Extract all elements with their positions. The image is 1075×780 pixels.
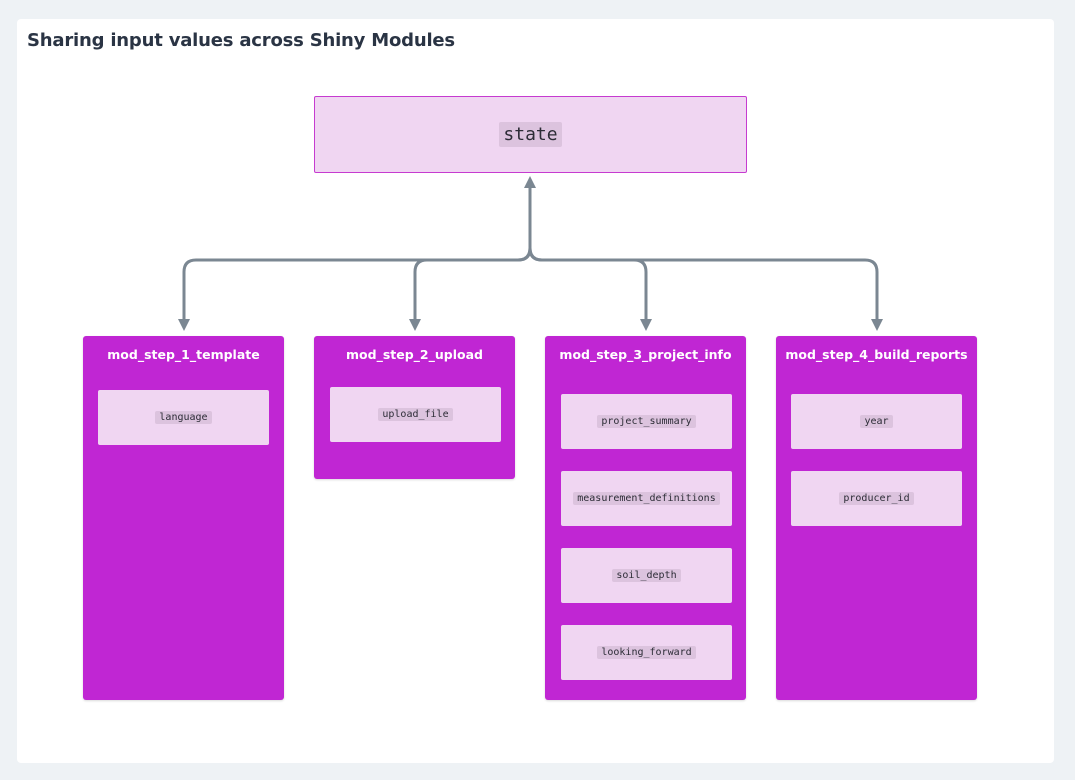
input-label: year [860, 415, 893, 428]
state-label: state [499, 122, 562, 147]
module-title: mod_step_4_build_reports [785, 347, 968, 362]
input-box-upload-file: upload_file [330, 387, 501, 442]
module-title: mod_step_2_upload [346, 347, 483, 362]
input-box-looking-forward: looking_forward [561, 625, 732, 680]
input-label: producer_id [839, 492, 914, 505]
input-label: language [155, 411, 212, 424]
input-box-soil-depth: soil_depth [561, 548, 732, 603]
input-label: soil_depth [612, 569, 681, 582]
diagram-title: Sharing input values across Shiny Module… [27, 30, 455, 51]
module-step-2-upload: mod_step_2_upload upload_file [314, 336, 515, 479]
input-box-measurement-definitions: measurement_definitions [561, 471, 732, 526]
module-title: mod_step_3_project_info [559, 347, 732, 362]
module-title: mod_step_1_template [107, 347, 260, 362]
module-step-4-build-reports: mod_step_4_build_reports year producer_i… [776, 336, 977, 700]
input-label: project_summary [597, 415, 696, 428]
input-label: upload_file [378, 408, 453, 421]
module-step-1-template: mod_step_1_template language [83, 336, 284, 700]
input-box-year: year [791, 394, 962, 449]
input-label: looking_forward [597, 646, 696, 659]
state-box: state [314, 96, 747, 173]
module-step-3-project-info: mod_step_3_project_info project_summary … [545, 336, 746, 700]
input-box-project-summary: project_summary [561, 394, 732, 449]
input-box-producer-id: producer_id [791, 471, 962, 526]
input-label: measurement_definitions [573, 492, 720, 505]
input-box-language: language [98, 390, 269, 445]
